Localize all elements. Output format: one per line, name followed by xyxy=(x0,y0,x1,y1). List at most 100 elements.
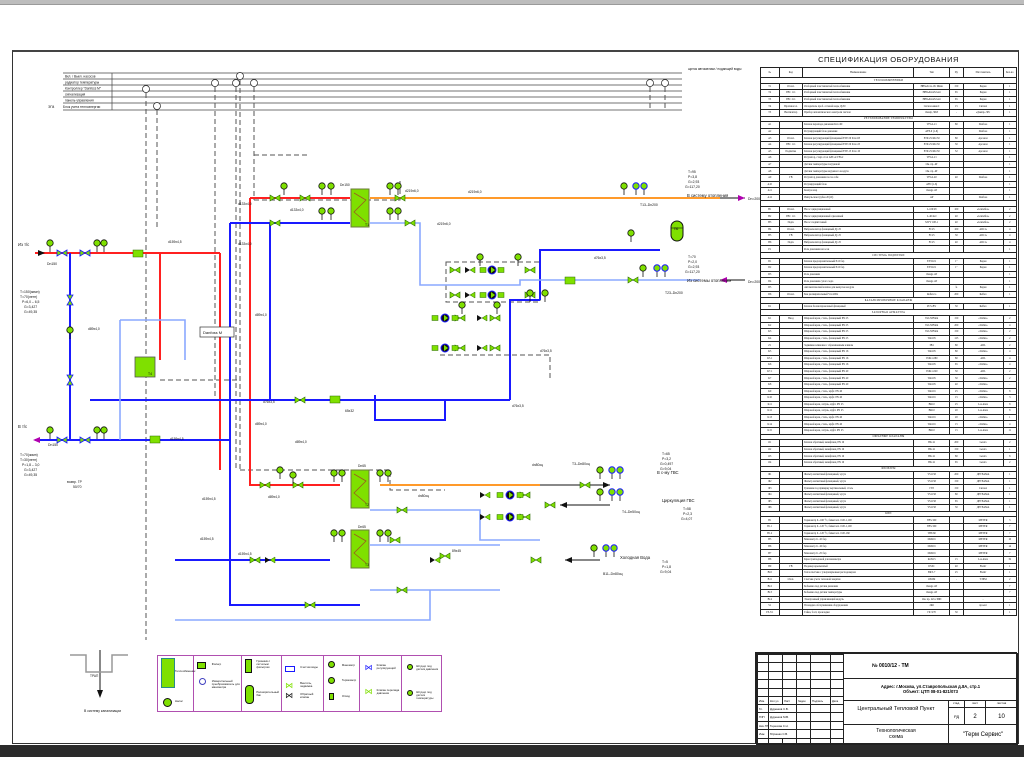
spec-cell: Клапан обратный, межфланц. PN 16 xyxy=(802,459,915,467)
supply-param: G=3,427 xyxy=(24,305,37,309)
spec-cell: 50 xyxy=(949,374,964,382)
spec-cell: «Vemix» xyxy=(962,387,1004,396)
spec-cell: Подп. xyxy=(778,219,804,227)
spec-cell: 1 xyxy=(1002,95,1018,104)
spec-cell: 50 xyxy=(949,232,964,240)
spec-cell: O2 xyxy=(760,445,780,454)
spec-cell: AP xyxy=(913,193,951,202)
spec-cell: 150 xyxy=(949,484,964,492)
spec-cell: «Vemix» xyxy=(962,321,1004,330)
spec-cell: Манометр 0...10 бар xyxy=(802,536,915,544)
spec-cell: VOK1-080 xyxy=(913,354,951,363)
spec-cell: ДЕТЕАМА xyxy=(962,504,1004,512)
spec-cell: 1" xyxy=(949,264,964,272)
spec-cell: Шаровой кран, сталь, муфт. PN 40 xyxy=(802,420,915,429)
spec-cell: ОЗОМ xyxy=(913,575,951,584)
spec-header-cell: № xyxy=(760,67,780,78)
stage-value: РД xyxy=(948,707,965,725)
spec-cell: Клапан регулирующий фланцевый ETP-50 Kvs… xyxy=(802,134,915,142)
spec-cell: ДЕТЕАМА xyxy=(962,477,1004,486)
spec-cell: 25 xyxy=(949,400,964,409)
expansion-tank-icon xyxy=(245,685,255,704)
spec-cell: 15 xyxy=(949,102,964,110)
spec-cell: «Днепр» ЗЕс xyxy=(962,108,1004,117)
spec-cell: Ридан xyxy=(962,89,1004,97)
spec-cell: B5 xyxy=(760,536,780,544)
stream-heating-in-tag: Т23–Dn200 xyxy=(665,291,683,295)
spec-cell xyxy=(778,549,804,557)
spec-cell xyxy=(778,284,804,292)
spec-cell: «Vemix» xyxy=(962,413,1004,422)
spec-cell xyxy=(778,459,804,467)
spec-cell: H3 xyxy=(760,219,780,227)
spec-cell: Насос циркуляционный xyxy=(802,205,915,214)
spec-cell: Gestra xyxy=(962,445,1004,454)
spec-cell xyxy=(778,154,804,162)
spec-cell: 1 xyxy=(1002,154,1018,162)
spec-cell: Ввод xyxy=(778,314,804,323)
spec-cell: Клапан регулирующий фланцевый ETP-15 Kvs… xyxy=(802,147,915,156)
spec-cell: Z1 xyxy=(760,341,780,349)
spec-cell: «Grundfos» xyxy=(962,219,1004,227)
spec-cell: Насос циркуляционный сдвоенный xyxy=(802,212,915,221)
spec-cell: T4 xyxy=(760,102,780,110)
legend-label: Грязевик с сетчатым фильтром xyxy=(256,659,271,670)
heating-in-param: G=117,20 xyxy=(685,270,700,274)
spec-cell: Реле давления насосов xyxy=(802,245,915,254)
spec-cell xyxy=(778,361,804,369)
spec-cell: Регулятор давления после себя xyxy=(802,173,915,182)
spec-cell: Гайка, болт, прокладки xyxy=(802,608,915,617)
pipe-label: Dn65 xyxy=(358,525,366,529)
spec-cell: Шаровой кран, сталь, фланцевый PN 16 xyxy=(802,361,915,369)
spec-cell: 1 xyxy=(1002,173,1018,182)
spec-cell: 2 xyxy=(1002,328,1018,336)
spec-cell: 1 xyxy=(1002,477,1018,486)
spec-cell: Фильтр магнитный фланцевый, чугун xyxy=(802,491,915,499)
spec-cell: 50 xyxy=(949,367,964,376)
flow-meter-icon xyxy=(285,666,296,672)
revision-cell xyxy=(768,737,783,744)
spec-cell: VFG2-40 xyxy=(913,173,951,182)
spec-cell: Взлёт xyxy=(962,562,1004,571)
spec-cell: Регулирующий блок давления xyxy=(802,127,915,136)
supply-param: G=49,35 xyxy=(24,310,37,314)
pressure-sensor-icon xyxy=(407,664,414,670)
spec-cell xyxy=(949,542,964,551)
window-top-bar xyxy=(0,0,1024,5)
spec-cell: 1 xyxy=(1002,290,1018,299)
spec-cell xyxy=(778,445,804,454)
spec-cell: 40 xyxy=(949,562,964,571)
spec-cell: Ф1 xyxy=(760,471,780,479)
spec-cell: FC25 xyxy=(913,232,951,240)
spec-cell: P1 xyxy=(760,245,780,254)
spec-cell xyxy=(949,602,964,610)
spec-cell: Gestra xyxy=(962,439,1004,447)
spec-cell: - xyxy=(949,108,964,117)
spec-cell: 125 xyxy=(949,334,964,343)
spec-cell: METER xyxy=(962,536,1004,544)
panel-side-label: ЭП4 xyxy=(48,105,55,109)
spec-cell: Омegа AT xyxy=(913,270,951,279)
spec-cell: 20 xyxy=(949,407,964,415)
spec-cell: 65 xyxy=(949,89,964,97)
spec-cell: 80 xyxy=(949,491,964,499)
spec-cell xyxy=(949,167,964,175)
spec-cell: проект xyxy=(962,602,1004,610)
stream-hw-circ-tag: Т4–Dn50оц xyxy=(622,510,640,514)
stream-return-out-label: В т/с xyxy=(18,424,27,429)
spec-cell: Омegа AT xyxy=(913,187,951,195)
spec-cell xyxy=(778,608,804,617)
spec-cell: 8 xyxy=(1002,400,1018,409)
spec-cell: Теплосчетчик с ультразвуковым расходомер… xyxy=(802,569,915,577)
spec-cell: 1 xyxy=(1002,284,1018,292)
spec-cell: Шаровой кран, сталь, фланцевый PN 25 xyxy=(802,314,915,323)
spec-cell: 11 xyxy=(1002,427,1018,435)
